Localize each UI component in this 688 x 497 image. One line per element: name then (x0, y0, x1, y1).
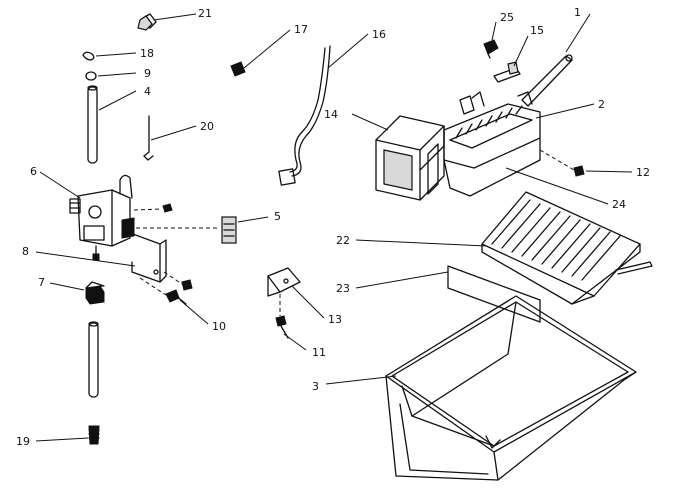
callout-11: 11 (312, 346, 326, 359)
callout-8: 8 (22, 245, 29, 258)
part-21-grommet (137, 13, 197, 31)
part-13-bracket (267, 267, 325, 319)
part-5-connector (136, 216, 269, 244)
callout-25: 25 (500, 11, 514, 24)
part-19-shaft (35, 321, 100, 445)
screw-valve (133, 203, 173, 213)
callout-20: 20 (200, 120, 214, 133)
callout-19: 19 (16, 435, 30, 448)
part-24-arm (505, 167, 609, 205)
part-3-ice-bin (325, 295, 637, 481)
part-14-housing (351, 113, 445, 201)
callout-10: 10 (212, 320, 226, 333)
callout-24: 24 (612, 198, 626, 211)
part-10-screw (139, 277, 209, 325)
callout-5: 5 (274, 210, 281, 223)
part-2-ice-mold (443, 91, 595, 197)
callout-14: 14 (324, 108, 338, 121)
callout-17: 17 (294, 23, 308, 36)
part-22-ice-rack (355, 191, 653, 305)
callout-4: 4 (144, 85, 151, 98)
callout-18: 18 (140, 47, 154, 60)
callout-15: 15 (530, 24, 544, 37)
part-11-screw (275, 294, 307, 351)
callout-7: 7 (38, 276, 45, 289)
part-9-washer (85, 71, 137, 81)
callout-2: 2 (598, 98, 605, 111)
screw-bracket-upper (163, 271, 193, 291)
callout-12: 12 (636, 166, 650, 179)
callout-6: 6 (30, 165, 37, 178)
part-17-plug (230, 29, 291, 77)
callout-21: 21 (198, 7, 212, 20)
callout-23: 23 (336, 282, 350, 295)
part-15-connector (493, 35, 529, 83)
callout-22: 22 (336, 234, 350, 247)
part-23-plate (355, 265, 541, 323)
part-25-clip (483, 21, 499, 59)
part-8-bracket (35, 229, 167, 283)
part-7-nut (49, 281, 105, 305)
callout-1: 1 (574, 6, 581, 19)
callout-13: 13 (328, 313, 342, 326)
part-12-screw (539, 149, 633, 177)
callout-3: 3 (312, 380, 319, 393)
part-6-valve (39, 171, 135, 261)
callout-16: 16 (372, 28, 386, 41)
part-4-shaft (87, 85, 137, 164)
part-1-rod (521, 13, 591, 107)
part-20-wire-arm (143, 115, 197, 161)
part-16-wire-harness (278, 33, 369, 186)
part-18-clip (82, 51, 137, 61)
callout-9: 9 (144, 67, 151, 80)
